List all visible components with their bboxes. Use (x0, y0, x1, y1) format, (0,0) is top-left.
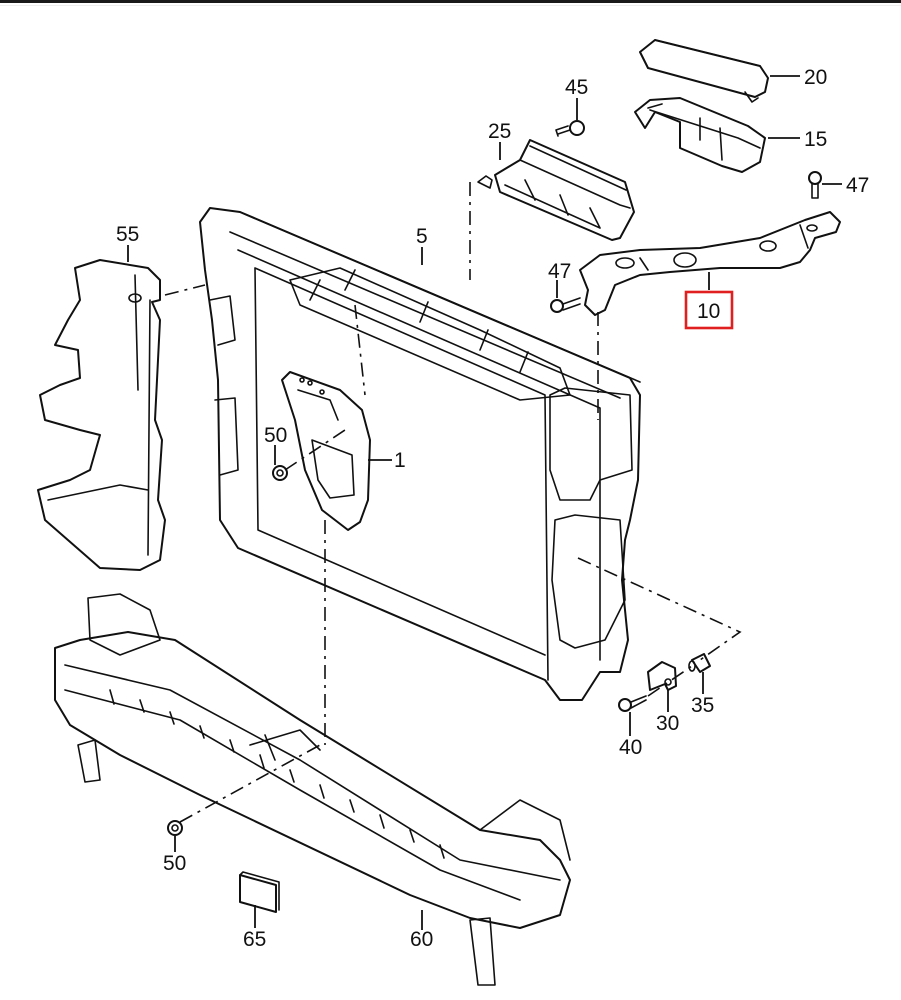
leader-lines (127, 75, 842, 930)
callout-47-top[interactable]: 47 (846, 174, 869, 197)
part-15-duct-housing[interactable] (634, 97, 766, 173)
part-50-nut-lower[interactable] (167, 820, 183, 836)
callout-25[interactable]: 25 (488, 120, 511, 143)
callout-20[interactable]: 20 (804, 66, 827, 89)
callout-55[interactable]: 55 (116, 223, 139, 246)
callout-labels: 20 15 45 25 47 47 10 5 55 50 1 35 30 40 … (116, 66, 869, 951)
callout-35[interactable]: 35 (691, 694, 714, 717)
callout-10[interactable]: 10 (697, 300, 720, 323)
part-1-bracket[interactable] (281, 371, 371, 531)
top-rule (0, 5, 901, 6)
part-25-air-guide[interactable] (477, 139, 635, 241)
part-10-bracket[interactable] (579, 211, 841, 316)
callout-5[interactable]: 5 (416, 225, 428, 248)
part-35-sleeve[interactable] (688, 653, 711, 673)
part-47-screw-top[interactable] (808, 171, 822, 199)
callout-30[interactable]: 30 (656, 712, 679, 735)
assembly-lines (164, 182, 742, 823)
highlight-box-part-10 (684, 290, 734, 330)
part-50-nut-upper[interactable] (272, 465, 288, 481)
callout-65[interactable]: 65 (243, 928, 266, 951)
part-47-screw-left[interactable] (550, 297, 581, 313)
part-60-bumper-reinforcement[interactable] (54, 593, 571, 986)
callout-60[interactable]: 60 (410, 928, 433, 951)
callout-1[interactable]: 1 (394, 449, 406, 472)
part-65-pad[interactable] (239, 871, 280, 913)
part-55-air-baffle[interactable] (37, 259, 166, 571)
callout-47-left[interactable]: 47 (548, 260, 571, 283)
callout-50-upper[interactable]: 50 (264, 424, 287, 447)
callout-40[interactable]: 40 (619, 736, 642, 759)
part-20-duct-cover[interactable] (639, 39, 769, 103)
callout-45[interactable]: 45 (565, 76, 588, 99)
callout-50-lower[interactable]: 50 (163, 852, 186, 875)
part-45-screw[interactable] (555, 120, 585, 137)
callout-15[interactable]: 15 (804, 128, 827, 151)
part-40-bolt[interactable] (618, 695, 647, 712)
top-border (0, 0, 901, 3)
part-30-holder[interactable] (647, 661, 677, 691)
part-5-front-frame[interactable] (199, 207, 641, 701)
